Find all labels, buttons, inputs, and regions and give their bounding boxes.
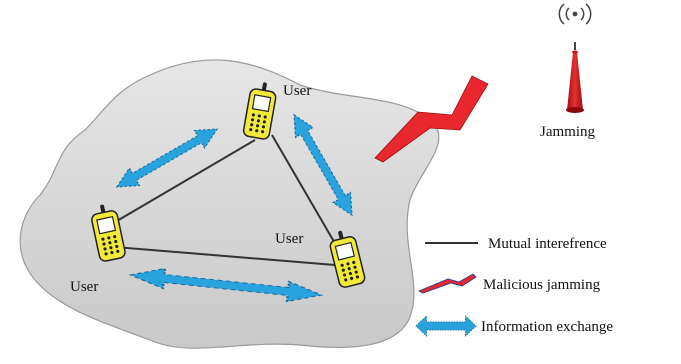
- legend-exchange-label: Information exchange: [481, 319, 613, 335]
- interference-links: [109, 134, 341, 266]
- radio-tower-icon: [558, 3, 592, 113]
- link-top-left: [109, 139, 256, 226]
- link-top-right: [271, 134, 341, 253]
- user-label-top: User: [283, 83, 311, 99]
- jamming-bolt-icon: [374, 75, 489, 163]
- user-label-left: User: [70, 279, 98, 295]
- legend-exchange-arrow: [415, 315, 477, 337]
- legend: Mutual interefrence Malicious jamming In…: [415, 236, 613, 337]
- legend-jamming-bolt-icon: [417, 273, 477, 294]
- user-label-right: User: [275, 231, 303, 247]
- link-left-right: [114, 246, 336, 266]
- network-region: [19, 59, 440, 349]
- legend-jamming-label: Malicious jamming: [483, 277, 601, 293]
- jamming-label: Jamming: [540, 124, 595, 140]
- legend-interference-label: Mutual interefrence: [488, 236, 607, 252]
